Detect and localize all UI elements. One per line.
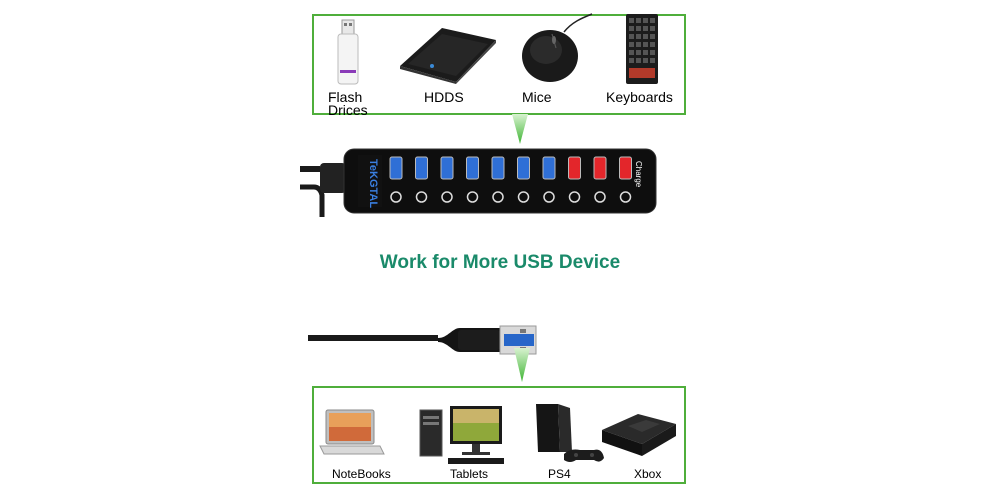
usb-port-data — [466, 156, 479, 180]
hdd-label: HDDS — [424, 89, 464, 105]
port-power-switch — [415, 191, 428, 203]
usb-port-charge — [593, 156, 607, 180]
usb-port-data — [415, 156, 428, 180]
usb-port-data — [542, 156, 556, 180]
hub-charge-text: Charge — [634, 161, 643, 188]
usb-hub-image: TeKGTAL Charge — [300, 148, 657, 217]
keyboard-icon — [626, 14, 658, 84]
mouse-label: Mice — [522, 89, 552, 105]
ps4-label: PS4 — [548, 467, 571, 481]
port-power-switch — [543, 191, 555, 203]
usb-cable-image — [308, 325, 537, 355]
bottom-device-panel: NoteBooks Tablets PS4 Xbox — [312, 386, 686, 484]
keyboard-label: Keyboards — [606, 89, 673, 105]
port-power-switch — [568, 191, 581, 203]
top-device-panel: Flash Drices HDDS Mice Keyboards — [312, 13, 686, 118]
mouse-icon — [522, 13, 593, 82]
tablet-icon — [419, 406, 504, 464]
hub-brand-text: TeKGTAL — [367, 159, 379, 208]
usb-port-data — [389, 156, 403, 180]
usb-port-charge — [568, 156, 581, 180]
port-power-switch — [619, 191, 632, 203]
port-power-switch — [466, 191, 479, 203]
xbox-icon — [602, 414, 676, 456]
notebook-icon — [319, 409, 385, 455]
notebook-label: NoteBooks — [332, 467, 391, 481]
port-power-switch — [517, 191, 530, 203]
flash-drive-label-line2: Drices — [328, 102, 368, 118]
usb-port-data — [491, 156, 505, 180]
down-arrow-bottom-icon — [514, 348, 530, 382]
down-arrow-top-icon — [512, 114, 528, 144]
hdd-icon — [400, 28, 496, 84]
flash-drive-label-line1: Flash — [328, 89, 363, 105]
xbox-label: Xbox — [634, 467, 662, 481]
usb-port-data — [517, 156, 530, 180]
port-power-switch — [390, 191, 402, 203]
usb-port-data — [440, 156, 454, 180]
port-power-switch — [594, 191, 606, 203]
flash-drive-icon — [337, 19, 359, 85]
ps4-icon — [536, 404, 604, 462]
usb-port-charge — [619, 156, 632, 180]
port-power-switch — [492, 191, 504, 203]
tablet-label: Tablets — [450, 467, 489, 481]
headline: Work for More USB Device — [379, 252, 621, 273]
port-power-switch — [441, 191, 453, 203]
